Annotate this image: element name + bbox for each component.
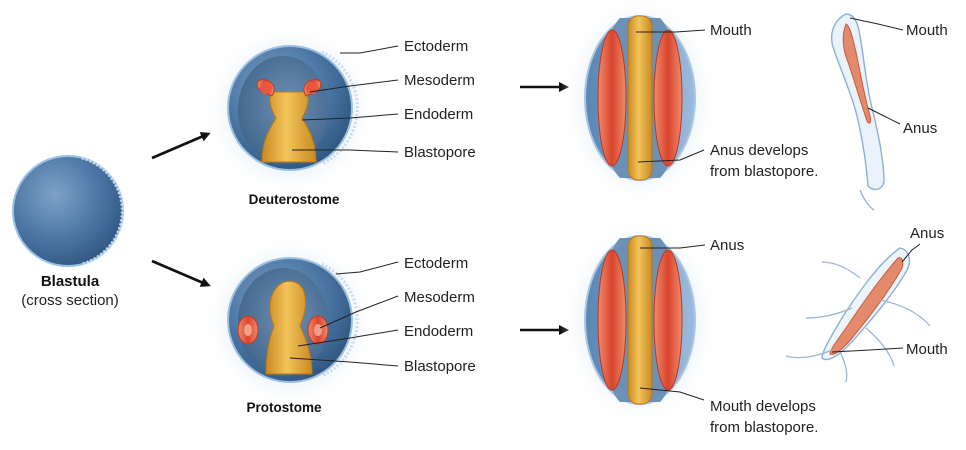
protostome-caption: Protostome xyxy=(246,400,322,415)
deuterostome-larva-mouth-label: Mouth xyxy=(906,22,948,39)
protostome-endoderm-label: Endoderm xyxy=(404,323,473,340)
deuterostome-mesoderm-label: Mesoderm xyxy=(404,72,475,89)
deuterostome-embryo-mouth-label: Mouth xyxy=(710,22,752,39)
deuterostome-caption: Deuterostome xyxy=(249,192,340,207)
protostome-larva-anus-label: Anus xyxy=(910,225,944,242)
protostome-embryo-anus-label: Anus xyxy=(710,237,744,254)
deuterostome-ectoderm-label: Ectoderm xyxy=(404,38,468,55)
deuterostome-embryo-anus-line1: Anus develops xyxy=(710,142,808,159)
deuterostome-embryo xyxy=(560,0,720,208)
protostome-mesoderm-label: Mesoderm xyxy=(404,289,475,306)
protostome-embryo-mouth-line2: from blastopore. xyxy=(710,419,818,436)
protostome-larva xyxy=(786,248,930,382)
protostome-ectoderm-label: Ectoderm xyxy=(404,255,468,272)
blastula-title: Blastula xyxy=(41,273,100,290)
deuterostome-gastrula xyxy=(202,22,378,198)
blastula-subtitle: (cross section) xyxy=(21,292,119,309)
deuterostome-larva-anus-label: Anus xyxy=(903,120,937,137)
protostome-embryo-mouth-line1: Mouth develops xyxy=(710,398,816,415)
protostome-blastopore-label: Blastopore xyxy=(404,358,476,375)
deuterostome-blastopore-label: Blastopore xyxy=(404,144,476,161)
arrow-to-deuterostome xyxy=(152,134,208,158)
deuterostome-embryo-anus-line2: from blastopore. xyxy=(710,163,818,180)
protostome-larva-mouth-label: Mouth xyxy=(906,341,948,358)
arrow-to-protostome xyxy=(152,261,208,285)
blastula-sphere xyxy=(4,147,132,275)
protostome-gastrula xyxy=(202,234,378,410)
deuterostome-endoderm-label: Endoderm xyxy=(404,106,473,123)
